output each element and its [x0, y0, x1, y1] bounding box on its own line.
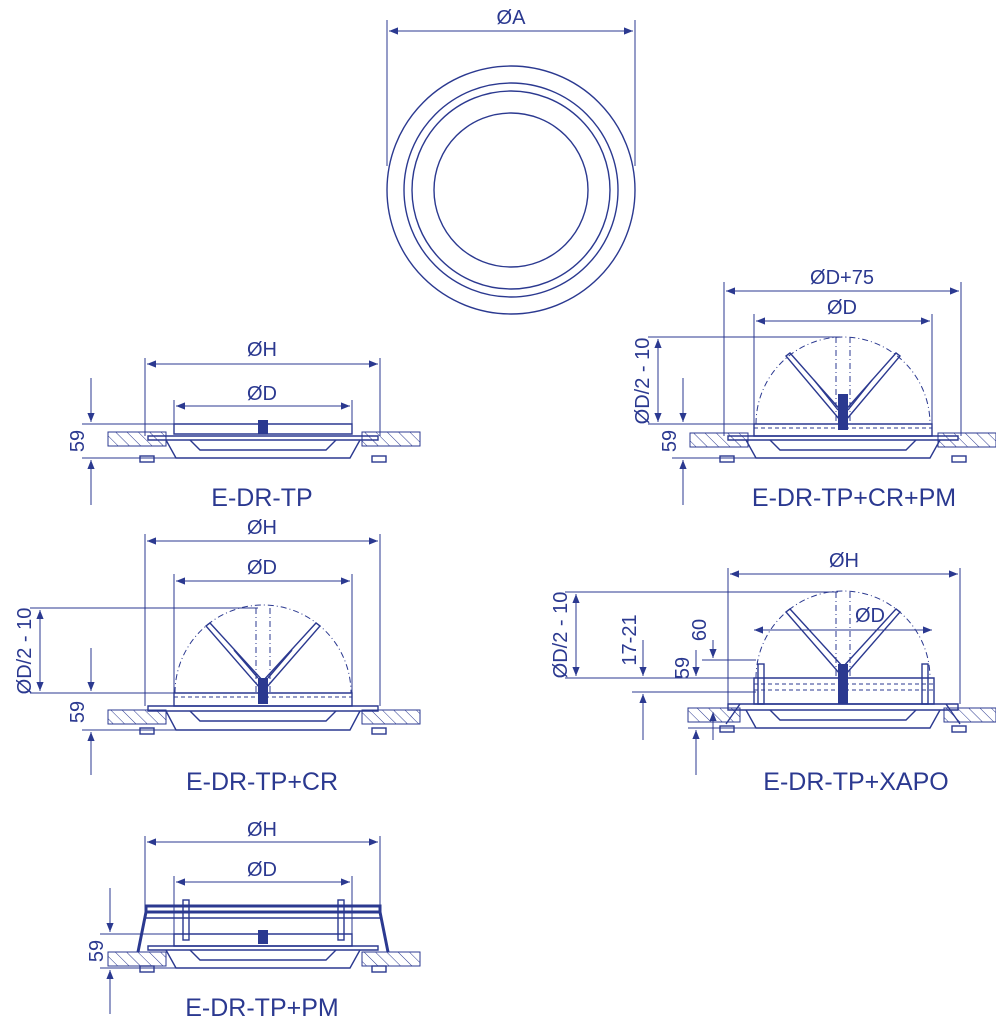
- xapo-dim-half: ØD/2 - 10: [550, 592, 572, 679]
- view-e-dr-tp-pm: ØH ØD 59 E-DR-TP+PM: [86, 819, 421, 1022]
- top-view: ØA: [386, 7, 636, 315]
- trcp-dim-d75: ØD+75: [810, 267, 874, 289]
- tp-dim-d: ØD: [247, 383, 277, 405]
- tpcr-dim-h: ØH: [247, 517, 277, 539]
- dim-a-label: ØA: [497, 7, 527, 29]
- tppm-dim-d: ØD: [247, 859, 277, 881]
- tppm-dim-h: ØH: [247, 819, 277, 841]
- trcp-dim-half: ØD/2 - 10: [632, 338, 654, 425]
- tppm-dim-59: 59: [86, 940, 108, 962]
- view-e-dr-tp-cr: ØH ØD ØD/2 - 10 59 E-DR-TP+CR: [14, 517, 421, 796]
- xapo-dim-60: 60: [689, 619, 711, 641]
- tppm-caption: E-DR-TP+PM: [185, 994, 338, 1022]
- xapo-caption: E-DR-TP+XAPO: [763, 768, 948, 796]
- view-e-dr-tp: ØH ØD 59 E-DR-TP: [67, 339, 421, 512]
- tp-dim-h: ØH: [247, 339, 277, 361]
- tp-caption: E-DR-TP: [211, 484, 312, 512]
- trcp-dim-d: ØD: [827, 297, 857, 319]
- xapo-dim-1721: 17-21: [619, 614, 641, 665]
- trcp-dim-59: 59: [659, 430, 681, 452]
- trcp-caption: E-DR-TP+CR+PM: [752, 484, 956, 512]
- tpcr-dim-59: 59: [67, 701, 89, 723]
- tpcr-dim-d: ØD: [247, 557, 277, 579]
- view-e-dr-tp-xapo: ØH ØD ØD/2 - 10 17-21 60 59 E-DR-TP+XAPO: [550, 550, 996, 796]
- xapo-dim-h: ØH: [829, 550, 859, 572]
- tpcr-dim-half: ØD/2 - 10: [14, 608, 36, 695]
- xapo-dim-59: 59: [672, 657, 694, 679]
- tp-dim-59: 59: [67, 430, 89, 452]
- xapo-dim-d: ØD: [855, 605, 885, 627]
- view-e-dr-tp-cr-pm: ØD+75 ØD ØD/2 - 10 59 E-DR-TP+CR+PM: [632, 267, 996, 512]
- tpcr-caption: E-DR-TP+CR: [186, 768, 338, 796]
